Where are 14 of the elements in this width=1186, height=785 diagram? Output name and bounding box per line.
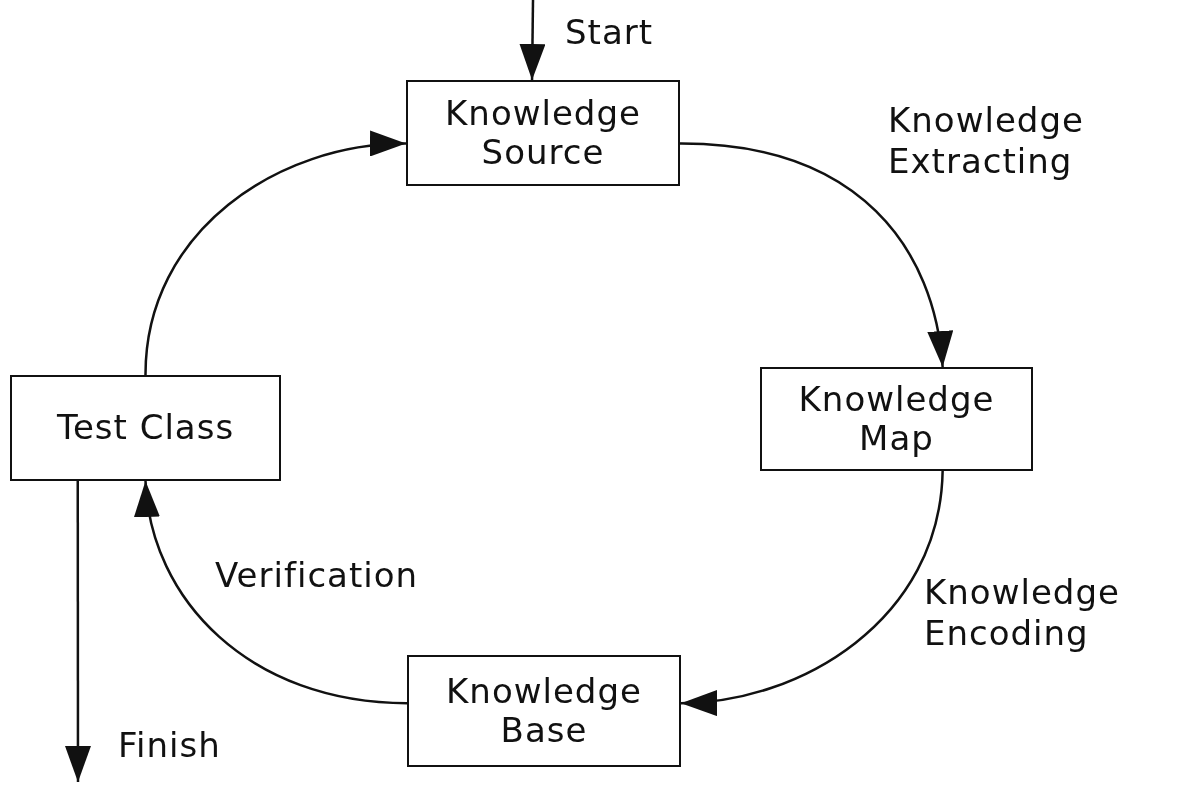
process-box (407, 655, 681, 767)
arrow (144, 132, 407, 376)
arrow (519, 0, 546, 80)
arrow (136, 480, 408, 705)
box-label: Knowledge Base (445, 671, 643, 751)
process-box (406, 80, 680, 186)
box-label: Knowledge Source (444, 93, 642, 173)
box-label: Test Class (56, 408, 235, 448)
arrow (679, 142, 952, 368)
process-box (760, 367, 1033, 471)
process-box (10, 375, 281, 481)
arrow (680, 470, 944, 715)
box-label: Knowledge Map (797, 379, 996, 459)
arrow (64, 481, 91, 782)
